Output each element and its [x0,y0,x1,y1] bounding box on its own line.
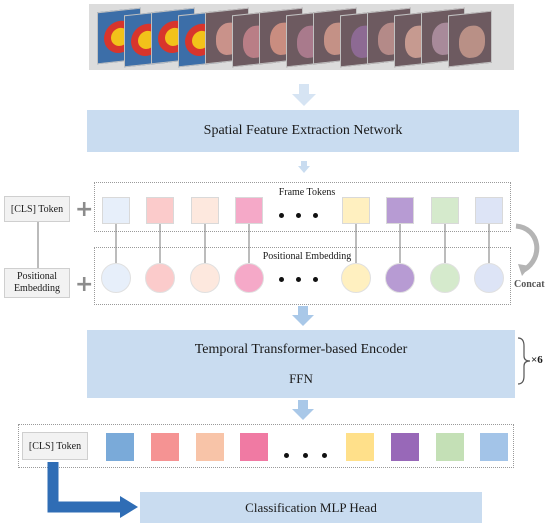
ellipsis-dot [284,453,289,458]
positional-embedding-circle [190,263,220,293]
repeat-count: ×6 [531,354,543,366]
frame-token [475,197,503,224]
repeat-brace [517,337,531,385]
temporal-encoder-block: Temporal Transformer-based Encoder FFN [87,330,515,398]
output-token [196,433,224,461]
positional-embedding-circle [474,263,504,293]
frame-token [342,197,370,224]
ellipsis-dot [322,453,327,458]
ellipsis-dot [313,277,318,282]
output-token [346,433,374,461]
ellipsis-dot [303,453,308,458]
frame-token [386,197,414,224]
cls-token-output-label: [CLS] Token [22,432,88,460]
cls-to-pos-line [37,222,39,268]
spatial-feature-extraction-block: Spatial Feature Extraction Network [87,110,519,152]
output-token [436,433,464,461]
cls-token-input-label: [CLS] Token [4,196,70,222]
output-token [240,433,268,461]
frame-tokens-title: Frame Tokens [278,187,336,198]
frame-token [102,197,130,224]
frame-tokens-group [94,182,511,232]
positional-embedding-circle [341,263,371,293]
cls-to-head-arrow [47,462,138,518]
concat-arrow [515,223,540,276]
cls-token-output-text: [CLS] Token [28,440,82,452]
classification-head-block: Classification MLP Head [140,492,482,523]
down-arrow-2 [298,161,310,173]
positional-embedding-circle [385,263,415,293]
plus-icon: + [75,197,94,222]
ellipsis-dot [296,277,301,282]
frame-token [191,197,219,224]
down-arrow-4 [292,400,314,420]
output-token [480,433,508,461]
spatial-feature-extraction-label: Spatial Feature Extraction Network [203,123,403,138]
output-tokens-group [18,424,514,468]
output-token [151,433,179,461]
positional-embedding-circle [101,263,131,293]
positional-embedding-circle [234,263,264,293]
input-frames-strip [89,4,514,70]
concat-label: Concat [514,279,545,290]
positional-embedding-circle [430,263,460,293]
ellipsis-dot [279,277,284,282]
positional-embedding-circle [145,263,175,293]
ellipsis-dot [279,213,284,218]
down-arrow-3 [292,306,314,326]
frame-token [431,197,459,224]
ellipsis-dot [296,213,301,218]
output-token [106,433,134,461]
frame-token [235,197,263,224]
ffn-label: FFN [289,371,313,386]
ellipsis-dot [313,213,318,218]
down-arrow-1 [292,84,316,106]
output-token [391,433,419,461]
classification-head-label: Classification MLP Head [245,499,377,515]
positional-embedding-input-text: Positional Embedding [13,271,61,294]
frame-token [146,197,174,224]
positional-embedding-title: Positional Embedding [262,251,352,262]
cls-token-input-text: [CLS] Token [10,203,64,215]
temporal-encoder-title: Temporal Transformer-based Encoder [194,342,408,357]
positional-embedding-group [94,247,511,305]
positional-embedding-input-label: Positional Embedding [4,268,70,298]
plus-icon: + [75,272,94,297]
